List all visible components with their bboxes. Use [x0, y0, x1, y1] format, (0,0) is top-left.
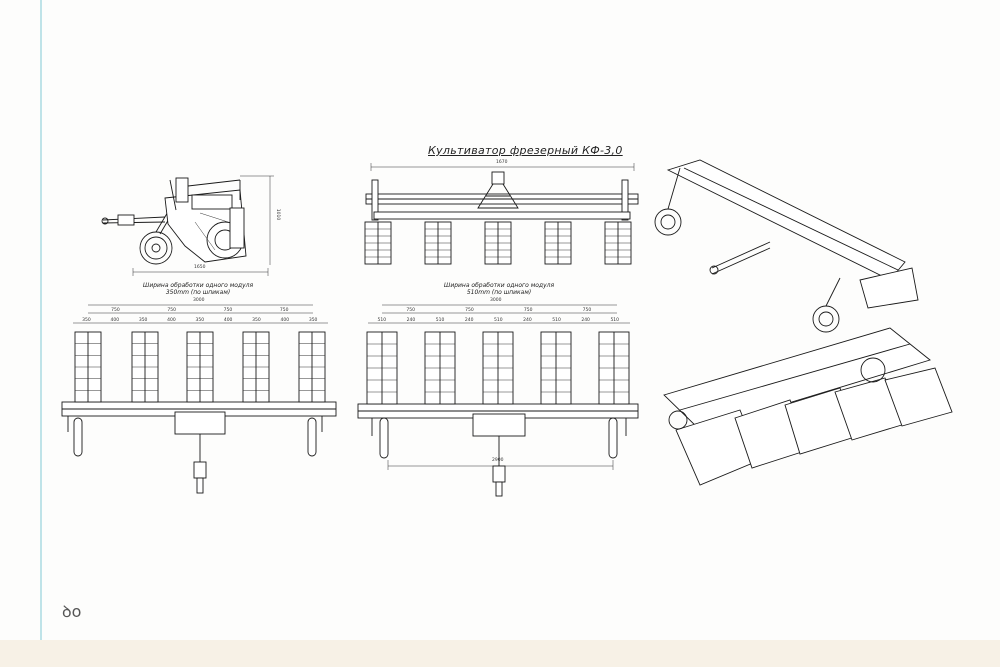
dim-left-spacing: 400 — [167, 318, 176, 323]
top-rotor-module — [364, 221, 392, 265]
top-rotor-module — [544, 221, 572, 265]
sheet-edge-line — [40, 0, 42, 667]
dim-left-module: 750 — [223, 308, 233, 313]
dim-left-total: 3000 — [193, 298, 205, 303]
corner-mark: ꝺo — [62, 602, 82, 621]
dim-right-spacing: 510 — [610, 318, 620, 323]
front-view-left — [61, 304, 337, 494]
dim-right-spacing: 240 — [464, 318, 474, 323]
dim-side-length: 1650 — [194, 265, 206, 270]
dim-right-module: 750 — [582, 308, 592, 313]
dim-side-height: 1010 — [275, 208, 281, 221]
dim-right-spacing: 510 — [435, 318, 445, 323]
iso-view-top — [654, 159, 919, 333]
dim-right-spacing: 240 — [406, 318, 416, 323]
dim-left-module: 750 — [167, 308, 176, 313]
top-view — [365, 163, 639, 221]
dim-right-total: 3000 — [490, 298, 502, 303]
right-rotor-module — [366, 331, 398, 405]
dim-top-width: 1670 — [496, 160, 508, 165]
dim-left-spacing: 400 — [223, 318, 233, 323]
dim-left-spacing: 400 — [280, 318, 290, 323]
dim-left-spacing: 350 — [252, 318, 261, 323]
dim-left-spacing: 400 — [110, 318, 120, 323]
caption-right-line1: Ширина обработки одного модуля — [443, 282, 555, 289]
top-rotor-module — [484, 221, 512, 265]
dim-right-spacing: 240 — [581, 318, 590, 323]
left-rotor-module — [74, 331, 102, 403]
left-rotor-module — [186, 331, 214, 403]
right-rotor-module — [598, 331, 630, 405]
dim-left-module: 750 — [279, 308, 289, 313]
dim-left-spacing: 350 — [138, 318, 148, 323]
caption-right: Ширина обработки одного модуля 510mm (по… — [439, 282, 559, 296]
right-rotor-module — [424, 331, 456, 405]
dim-right-spacing: 510 — [494, 318, 503, 323]
top-rotor-module — [604, 221, 632, 265]
iso-view-bottom — [663, 327, 953, 486]
dim-left-spacing: 350 — [195, 318, 205, 323]
dim-right-spacing: 510 — [552, 318, 561, 323]
left-rotor-module — [131, 331, 159, 403]
drawing-title: Культиватор фрезерный КФ-3,0 — [428, 144, 623, 157]
dim-right-spacing: 240 — [523, 318, 532, 323]
left-rotor-module — [242, 331, 270, 403]
dim-right-track: 2900 — [492, 458, 504, 463]
dim-left-spacing: 350 — [308, 318, 318, 323]
front-view-right — [357, 304, 639, 497]
caption-right-line2: 510mm (по шпикам) — [466, 289, 532, 296]
caption-left-line1: Ширина обработки одного модуля — [142, 282, 254, 289]
dim-right-module: 750 — [465, 308, 474, 313]
dim-right-module: 750 — [523, 308, 533, 313]
top-rotor-module — [424, 221, 452, 265]
right-rotor-module — [540, 331, 572, 405]
dim-right-spacing: 510 — [377, 318, 387, 323]
right-rotor-module — [482, 331, 514, 405]
left-rotor-module — [298, 331, 326, 403]
side-view — [101, 175, 274, 276]
caption-left: Ширина обработки одного модуля 350mm (по… — [138, 282, 258, 296]
dim-right-module: 750 — [406, 308, 415, 313]
scan-bottom-band — [0, 640, 1000, 667]
caption-left-line2: 350mm (по шпикам) — [165, 289, 231, 296]
dim-left-module: 750 — [111, 308, 120, 313]
dim-left-spacing: 350 — [82, 318, 91, 323]
